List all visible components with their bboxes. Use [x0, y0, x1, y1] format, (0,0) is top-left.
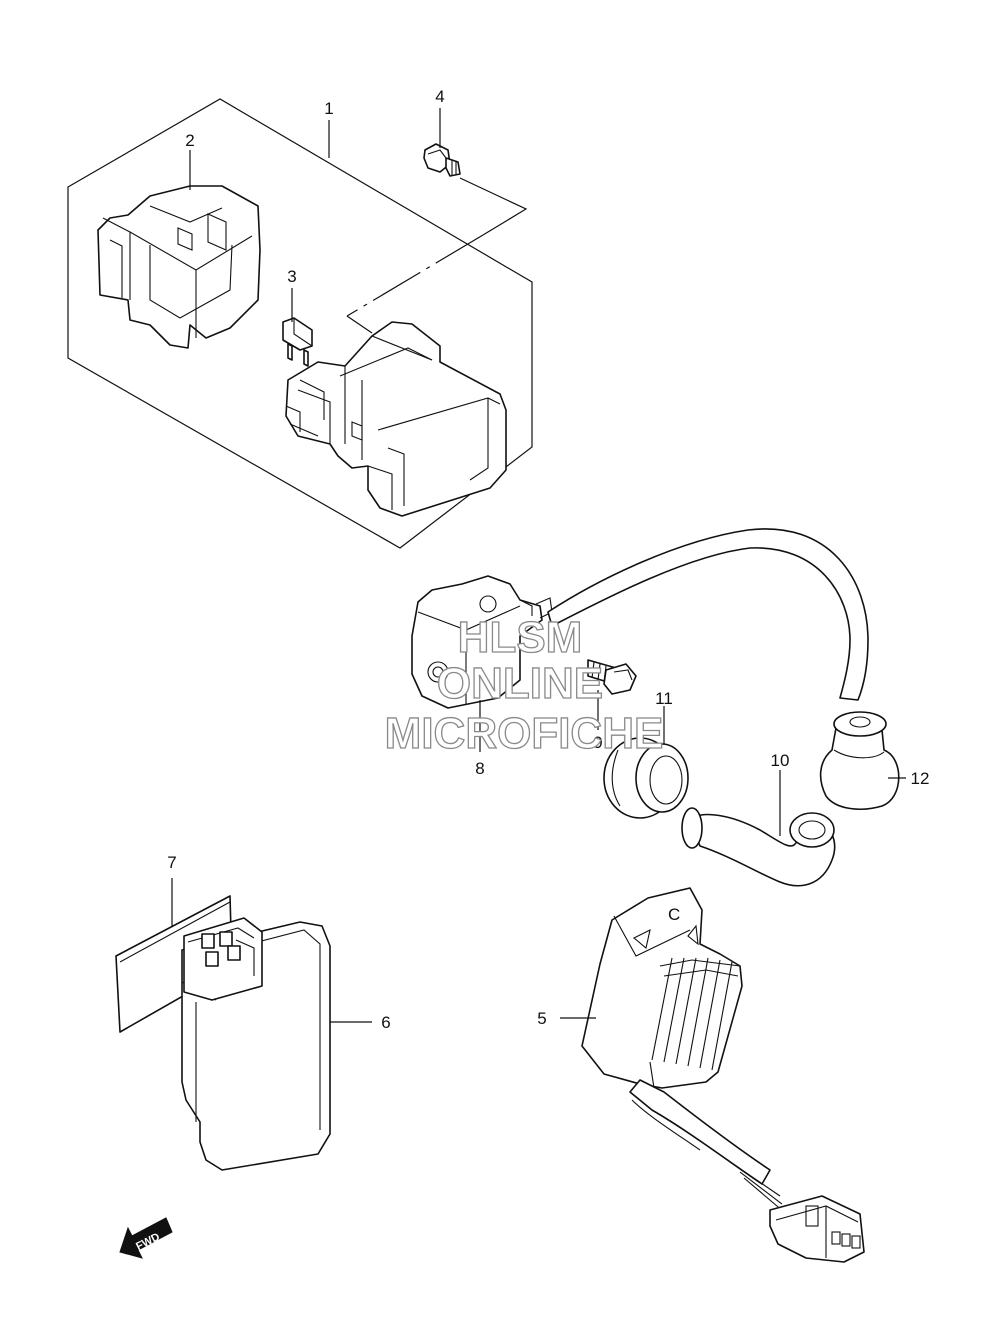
part-3-fuse	[282, 317, 313, 367]
fwd-arrow-icon	[119, 1217, 173, 1259]
callout-3: 3	[287, 267, 296, 286]
callout-4: 4	[435, 87, 444, 106]
watermark-line-1: HLSM	[458, 613, 583, 662]
regulator-c-mark: C	[668, 905, 680, 924]
callout-6: 6	[381, 1013, 390, 1032]
starter-relay	[285, 321, 507, 517]
callout-9: 9	[593, 733, 602, 752]
part-11-grommet	[603, 737, 689, 819]
callout-7: 7	[167, 853, 176, 872]
callout-5: 5	[537, 1009, 546, 1028]
callout-1: 1	[324, 99, 333, 118]
mounting-dash-line	[346, 177, 528, 334]
hose	[547, 528, 869, 701]
part-4-bolt	[423, 143, 461, 177]
part-12-cap	[819, 711, 900, 810]
fwd-arrow: FWD	[119, 1217, 173, 1259]
part-2-relay-cover	[97, 185, 261, 349]
callout-12: 12	[911, 769, 930, 788]
part-8-switch	[411, 575, 553, 709]
callout-10-11-label-11: 11	[655, 689, 673, 708]
part-6-unit	[181, 917, 331, 1171]
watermark-line-2: ONLINE	[437, 659, 603, 708]
watermark: HLSM ONLINE MICROFICHE	[384, 612, 664, 758]
part-5-regulator: C	[581, 887, 865, 1263]
part-9-screw	[587, 659, 637, 695]
callout-8: 8	[475, 759, 484, 778]
leader-lines	[171, 108, 906, 1023]
callout-2: 2	[185, 131, 194, 150]
watermark-line-3: MICROFICHE	[385, 709, 664, 758]
assembly-group-box	[67, 98, 533, 549]
callout-10: 10	[771, 751, 790, 770]
part-10-elbow	[681, 807, 836, 887]
callouts: 1 2 3 4 5 6 7 8 9 11 10 12	[167, 87, 929, 1032]
